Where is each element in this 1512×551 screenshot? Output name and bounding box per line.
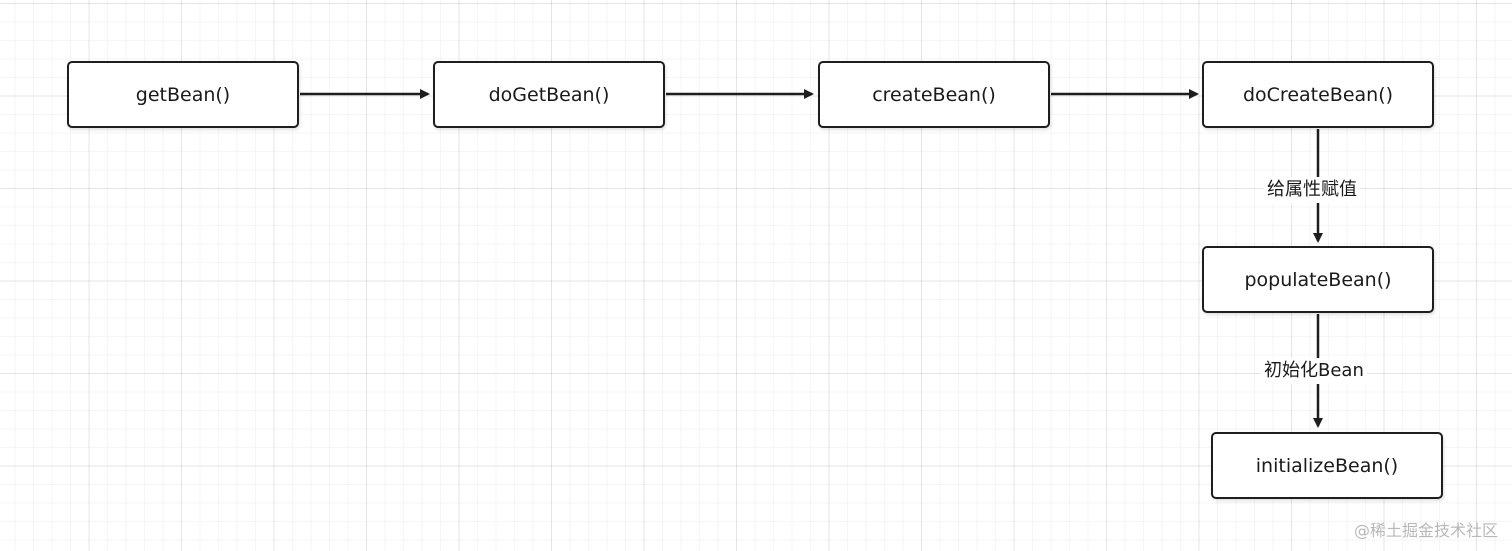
node-createbean-label: createBean() <box>872 83 996 106</box>
node-docreatebean-label: doCreateBean() <box>1242 83 1394 106</box>
watermark: @稀土掘金技术社区 <box>1353 521 1498 540</box>
node-createbean[interactable]: createBean() <box>818 61 1050 128</box>
node-getbean[interactable]: getBean() <box>67 61 299 128</box>
edge-label-initialize-bean: 初始化Bean <box>1261 358 1367 384</box>
node-initializebean[interactable]: initializeBean() <box>1211 432 1443 499</box>
edge-label-assign-properties: 给属性赋值 <box>1264 177 1360 203</box>
node-initializebean-label: initializeBean() <box>1255 454 1399 477</box>
node-getbean-label: getBean() <box>135 83 231 106</box>
node-dogetbean-label: doGetBean() <box>488 83 610 106</box>
node-populatebean-label: populateBean() <box>1244 268 1392 291</box>
node-populatebean[interactable]: populateBean() <box>1202 246 1434 313</box>
node-docreatebean[interactable]: doCreateBean() <box>1202 61 1434 128</box>
node-dogetbean[interactable]: doGetBean() <box>433 61 665 128</box>
